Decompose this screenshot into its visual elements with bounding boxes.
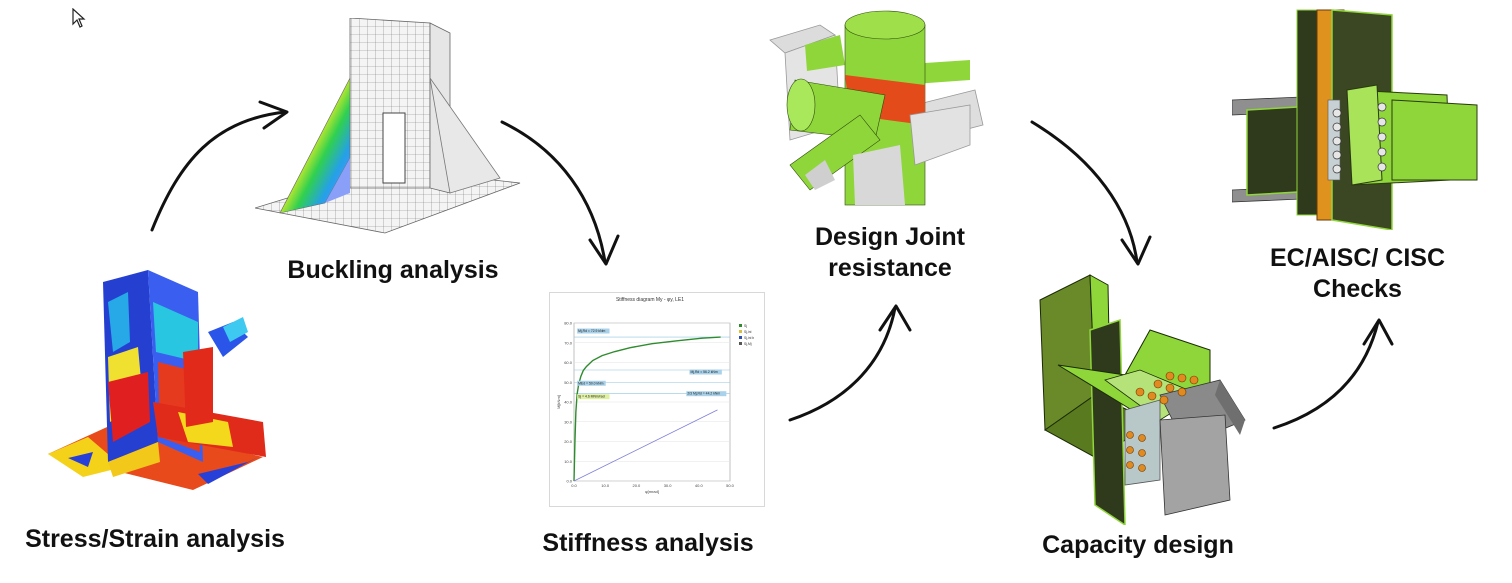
y-tick-label: 30.0 bbox=[564, 419, 573, 424]
curved-arrow-icon bbox=[1030, 120, 1152, 266]
curved-arrow-icon bbox=[788, 304, 912, 422]
y-axis-label: M[kNm] bbox=[556, 395, 561, 409]
stress-strain-figure bbox=[48, 270, 266, 490]
design-joint-label: Design Joint resistance bbox=[790, 222, 990, 284]
curved-arrow-icon bbox=[150, 100, 289, 232]
x-tick-label: 20.0 bbox=[633, 483, 642, 488]
y-tick-label: 0.0 bbox=[566, 479, 572, 484]
x-tick-label: 0.0 bbox=[571, 483, 577, 488]
code-checks-label-line1: EC/AISC/ CISC bbox=[1269, 244, 1446, 272]
annotation-box bbox=[686, 391, 727, 397]
mouse-pointer-icon bbox=[72, 8, 86, 28]
stiffness-chart: Stiffness diagram My - φy, LE1 0.0 10.0 20… bbox=[549, 292, 765, 507]
stress-strain-label: Stress/Strain analysis bbox=[25, 525, 285, 553]
y-tick-label: 40.0 bbox=[564, 400, 573, 405]
annotation-label: Mj,Rd = 56.2 kNm bbox=[690, 370, 717, 374]
y-tick-label: 20.0 bbox=[564, 439, 573, 444]
legend-label: Sj,ini b bbox=[744, 336, 754, 340]
legend-label: Sj,Mj bbox=[744, 342, 752, 346]
legend-swatch bbox=[739, 330, 742, 333]
code-checks-label-line2: Checks bbox=[1313, 275, 1402, 303]
x-tick-label: 30.0 bbox=[664, 483, 673, 488]
annotation-label: Mj,Rd = 72.9 kNm bbox=[578, 329, 605, 333]
chart-title: Stiffness diagram My - φy, LE1 bbox=[615, 297, 685, 303]
y-tick-label: 70.0 bbox=[564, 340, 573, 345]
annotation-box bbox=[577, 328, 610, 334]
annotation-box bbox=[577, 394, 610, 400]
design-joint-figure bbox=[769, 10, 984, 206]
x-tick-label: 50.0 bbox=[726, 483, 735, 488]
legend-swatch bbox=[739, 342, 742, 345]
y-tick-label: 50.0 bbox=[564, 380, 573, 385]
curved-arrow-icon bbox=[500, 120, 620, 266]
series-line-sj bbox=[573, 336, 721, 482]
annotation-label: MEd = 50.0 kNm bbox=[578, 381, 604, 385]
code-checks-label: EC/AISC/ CISC Checks bbox=[1245, 243, 1470, 305]
design-joint-label-line1: Design Joint bbox=[814, 223, 965, 251]
buckling-figure bbox=[255, 18, 521, 234]
y-tick-label: 60.0 bbox=[564, 360, 573, 365]
series-line-sj-ini bbox=[573, 409, 718, 482]
x-axis-label: φ[mrad] bbox=[645, 489, 659, 494]
capacity-design-label: Capacity design bbox=[1042, 531, 1234, 559]
annotation-label: Sj = 4.6 MNm/rad bbox=[578, 395, 605, 399]
annotation-box bbox=[577, 380, 606, 386]
x-tick-label: 40.0 bbox=[695, 483, 704, 488]
annotation-box bbox=[689, 369, 722, 375]
legend-label: Sj,ini bbox=[744, 330, 752, 334]
stiffness-label: Stiffness analysis bbox=[542, 529, 754, 557]
y-tick-label: 10.0 bbox=[564, 459, 573, 464]
buckling-label: Buckling analysis bbox=[287, 256, 499, 284]
legend-swatch bbox=[739, 324, 742, 327]
stiffness-chart-plot: 0.0 10.0 20.0 30.0 40.0 50.0 60.0 70.0 80.0 0.0 10… bbox=[556, 321, 754, 495]
annotation-label: 2/3 Mj,Rd = 44.2 kNm bbox=[687, 392, 720, 396]
x-tick-label: 10.0 bbox=[601, 483, 610, 488]
design-joint-label-line2: resistance bbox=[828, 254, 952, 282]
legend-swatch bbox=[739, 336, 742, 339]
legend-label: Sj bbox=[744, 324, 747, 328]
y-tick-label: 80.0 bbox=[564, 321, 573, 326]
code-checks-figure bbox=[1232, 9, 1478, 230]
capacity-design-figure bbox=[1039, 274, 1246, 525]
curved-arrow-icon bbox=[1272, 318, 1394, 430]
